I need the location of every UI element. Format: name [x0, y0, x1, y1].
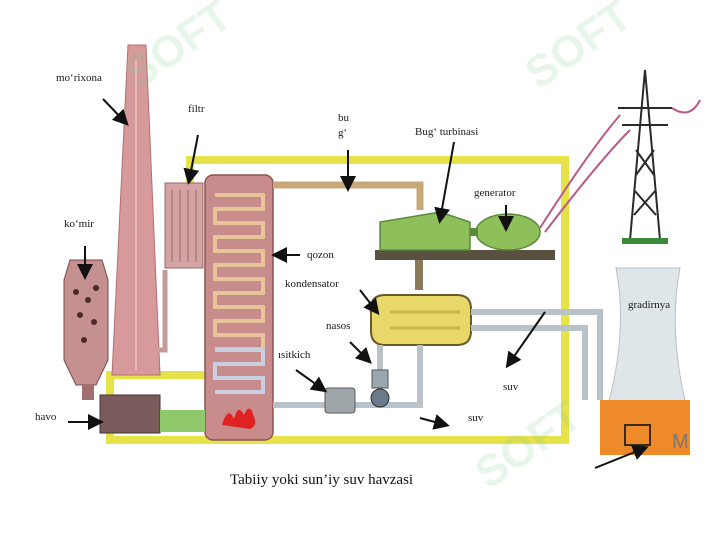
label-steam-bottom: g‘: [338, 127, 348, 139]
label-condenser: kondensator: [285, 278, 339, 290]
figure-caption: Tabiiy yoki sun’iy suv havzasi: [230, 472, 414, 488]
boiler: [204, 174, 274, 441]
label-steam-top: bu: [338, 112, 349, 124]
generator: [470, 213, 541, 251]
label-heater: ısitkich: [278, 349, 311, 361]
power-lines: [539, 99, 701, 233]
label-chimney: mo‘rixona: [56, 72, 102, 84]
pond-letter: M: [672, 431, 689, 453]
label-boiler: qozon: [307, 249, 334, 261]
label-generator: generator: [474, 187, 516, 199]
label-water-right: suv: [503, 381, 519, 393]
pump: [370, 369, 390, 408]
coal-hopper-icon: [63, 259, 205, 434]
heater: [324, 387, 356, 414]
condenser: [370, 294, 472, 346]
power-pylon-icon: [618, 69, 672, 244]
label-coal: ko‘mir: [64, 218, 94, 230]
filter: [164, 182, 204, 269]
steam-loop-frame: [106, 156, 569, 444]
label-air: havo: [35, 411, 57, 423]
steam-turbine: [379, 211, 471, 251]
label-filter: filtr: [188, 103, 205, 115]
turbine-platform: [375, 250, 555, 260]
label-water-bottom: suv: [468, 412, 484, 424]
cooling-tower: [607, 267, 687, 406]
arrow-icon: [68, 98, 649, 469]
chimney: [111, 44, 161, 376]
label-pump: nasos: [326, 320, 351, 332]
label-cooling-tower: gradirnya: [628, 299, 671, 311]
label-steam-turbine: Bug‘ turbinasi: [415, 126, 479, 138]
flame-icon: [222, 408, 256, 429]
